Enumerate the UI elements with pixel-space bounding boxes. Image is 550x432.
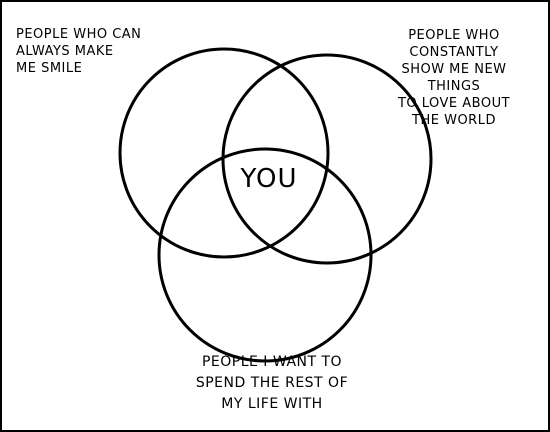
set-label-bottom: PEOPLE I WANT TO SPEND THE REST OF MY LI…: [195, 354, 349, 412]
intersection-label: YOU: [240, 164, 298, 194]
venn-circle-bottom: [157, 147, 373, 363]
set-label-right: PEOPLE WHO CONSTANTLY SHOW ME NEW THINGS…: [397, 28, 511, 128]
venn-circle-left: [118, 47, 330, 259]
set-label-left: PEOPLE WHO CAN ALWAYS MAKE ME SMILE: [16, 27, 142, 76]
